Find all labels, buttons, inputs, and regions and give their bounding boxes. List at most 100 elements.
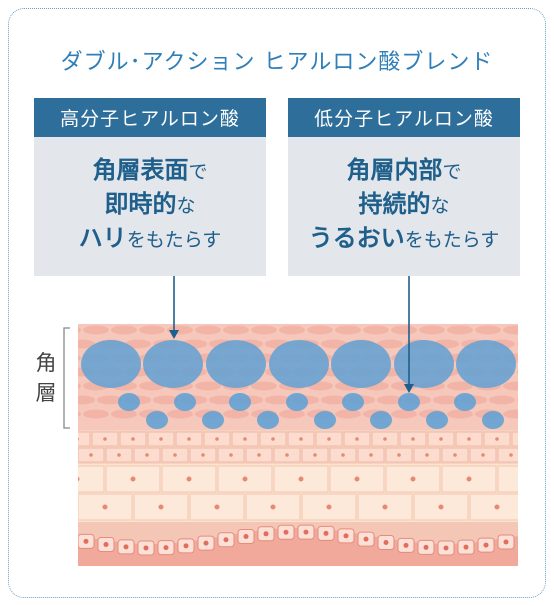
cell-nucleus <box>523 437 527 441</box>
corneum-cell <box>377 339 403 349</box>
cell-nucleus <box>523 477 528 482</box>
cell-nucleus <box>215 437 219 441</box>
desc-normal: をもたらす <box>126 229 222 251</box>
corneum-cell <box>195 325 221 335</box>
corneum-cell <box>223 325 249 335</box>
corneum-cell <box>475 325 501 335</box>
corneum-cell <box>363 325 389 335</box>
stratum-corneum-label: 角 層 <box>34 348 58 408</box>
corneum-cell <box>139 325 165 335</box>
cell-nucleus <box>103 437 107 441</box>
cell-nucleus <box>102 504 108 510</box>
basal-nucleus <box>443 545 449 551</box>
page-title: ダブル･アクション ヒアルロン酸ブレンド <box>60 50 494 75</box>
high-molecular-card: 高分子ヒアルロン酸 角層表面で 即時的な ハリをもたらす <box>34 98 266 276</box>
high-molecular-bubble <box>456 340 516 388</box>
corneum-cell <box>125 339 151 349</box>
desc-line-2: 持続的な <box>288 187 520 221</box>
cell-nucleus <box>327 437 331 441</box>
desc-line-1: 角層内部で <box>288 153 520 187</box>
basal-nucleus <box>183 543 189 549</box>
cell-nucleus <box>242 476 248 482</box>
desc-strong: ハリ <box>78 224 127 252</box>
cell-nucleus <box>466 476 472 482</box>
high-molecular-bubble <box>269 340 329 388</box>
cell-nucleus <box>341 453 345 457</box>
low-molecular-bubble <box>454 393 476 411</box>
basal-nucleus <box>83 538 89 544</box>
corneum-cell <box>335 325 361 335</box>
low-molecular-bubble <box>482 411 504 429</box>
desc-normal: をもたらす <box>404 229 500 251</box>
corneum-cell <box>78 383 81 389</box>
cell-nucleus <box>439 437 443 441</box>
basal-nucleus <box>423 544 429 550</box>
cell-nucleus <box>425 453 429 457</box>
basal-nucleus <box>403 542 409 548</box>
basal-nucleus <box>143 545 149 551</box>
granular-cell <box>78 431 91 447</box>
spinous-cell <box>469 493 518 521</box>
spinous-cell <box>385 465 441 493</box>
cell-nucleus <box>187 437 191 441</box>
corneum-cell <box>503 381 518 391</box>
cell-nucleus <box>201 453 205 457</box>
low-molecular-bubble <box>146 411 168 429</box>
cell-nucleus <box>78 476 80 482</box>
corneum-cell <box>78 327 81 333</box>
corneum-cell <box>419 325 445 335</box>
low-molecular-bubble <box>202 411 224 429</box>
basal-nucleus <box>483 542 489 548</box>
basal-wave <box>78 528 518 566</box>
corneum-cell <box>433 395 459 405</box>
granular-cell <box>497 447 518 463</box>
low-molecular-bubble <box>257 411 279 429</box>
cell-nucleus <box>270 504 276 510</box>
corneum-cell <box>83 325 109 335</box>
cell-nucleus <box>130 476 136 482</box>
basal-nucleus <box>323 530 329 536</box>
cell-nucleus <box>411 437 415 441</box>
corneum-cell <box>503 409 518 419</box>
high-molecular-description: 角層表面で 即時的な ハリをもたらす <box>34 137 266 255</box>
cell-nucleus <box>158 504 164 510</box>
cell-nucleus <box>355 437 359 441</box>
corneum-cell <box>517 342 518 346</box>
cell-nucleus <box>382 504 388 510</box>
basal-nucleus <box>263 531 269 537</box>
cell-nucleus <box>326 504 332 510</box>
basal-nucleus <box>463 544 469 550</box>
cell-nucleus <box>467 437 471 441</box>
cell-nucleus <box>299 437 303 441</box>
corneum-cell <box>111 325 137 335</box>
high-molecular-bubble <box>206 340 266 388</box>
cell-nucleus <box>438 504 444 510</box>
cell-nucleus <box>494 504 500 510</box>
cell-nucleus <box>214 504 220 510</box>
cell-nucleus <box>285 453 289 457</box>
basal-nucleus <box>363 536 369 542</box>
arrow-high-head <box>169 330 179 339</box>
corneum-cell <box>321 339 347 349</box>
corneum-cell <box>167 409 193 419</box>
cell-nucleus <box>369 453 373 457</box>
low-molecular-bubble <box>174 393 196 411</box>
low-molecular-header: 低分子ヒアルロン酸 <box>288 98 520 137</box>
desc-strong: 即時的 <box>104 190 177 218</box>
high-molecular-bubble <box>143 340 203 388</box>
cell-nucleus <box>78 437 79 441</box>
basal-nucleus <box>243 533 249 539</box>
cell-nucleus <box>410 476 416 482</box>
basal-nucleus <box>163 545 169 551</box>
corneum-cell <box>78 339 95 349</box>
corneum-cell <box>265 395 291 405</box>
cell-nucleus <box>495 437 499 441</box>
corneum-cell <box>489 395 515 405</box>
basal-nucleus <box>123 544 129 550</box>
stratum-label-char-1: 角 <box>35 351 57 375</box>
corneum-cell <box>279 409 305 419</box>
cell-nucleus <box>271 437 275 441</box>
cell-nucleus <box>173 453 177 457</box>
basal-nucleus <box>203 540 209 546</box>
